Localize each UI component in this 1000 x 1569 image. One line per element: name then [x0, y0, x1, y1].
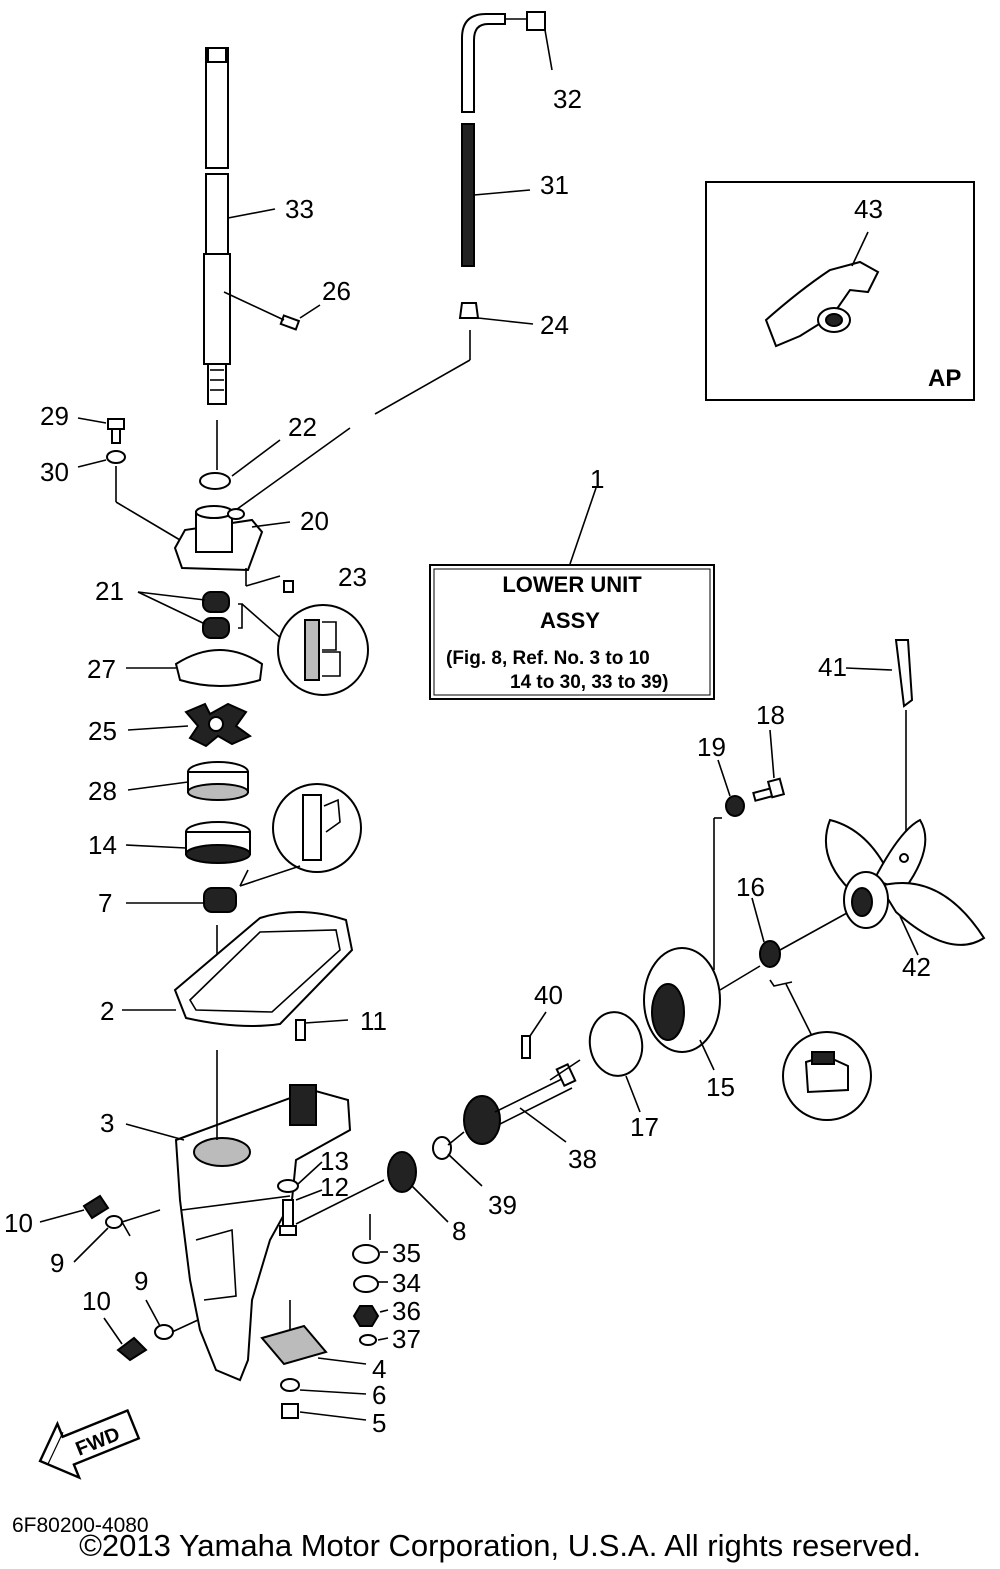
- callout-1: 1: [590, 464, 604, 494]
- bearing-7: [203, 887, 237, 913]
- callout-27: 27: [87, 654, 116, 684]
- callout-36: 36: [392, 1296, 421, 1326]
- assembly-note-line2: 14 to 30, 33 to 39): [510, 672, 668, 693]
- callout-15: 15: [706, 1072, 735, 1102]
- callout-30: 30: [40, 457, 69, 487]
- washer-34: [353, 1275, 379, 1293]
- callout-14: 14: [88, 830, 117, 860]
- washer-9-upper: [105, 1215, 123, 1229]
- callout-40: 40: [534, 980, 563, 1010]
- assembly-note-line1: (Fig. 8, Ref. No. 3 to 10: [446, 648, 650, 669]
- cup-14: [185, 821, 251, 864]
- drain-plug-10-upper: [82, 1194, 110, 1220]
- callout-8: 8: [452, 1216, 466, 1246]
- callout-34: 34: [392, 1268, 421, 1298]
- pump-housing-20: [173, 505, 264, 572]
- callout-31: 31: [540, 170, 569, 200]
- callout-35: 35: [392, 1238, 421, 1268]
- callout-6: 6: [372, 1380, 386, 1410]
- callout-18: 18: [756, 700, 785, 730]
- bearing-housing-15: [643, 947, 721, 1053]
- pin-40: [521, 1035, 531, 1059]
- callout-23: 23: [338, 562, 367, 592]
- pin-26: [279, 314, 301, 331]
- washer-30: [106, 450, 126, 464]
- callout-42: 42: [902, 952, 931, 982]
- callout-4: 4: [372, 1354, 386, 1384]
- copyright-notice: ©2013 Yamaha Motor Corporation, U.S.A. A…: [79, 1528, 921, 1563]
- assembly-title-line2: ASSY: [540, 608, 600, 633]
- drive-shaft: [203, 47, 231, 405]
- callout-13: 13: [320, 1146, 349, 1176]
- callout-7: 7: [98, 888, 112, 918]
- o-ring-22: [199, 472, 231, 490]
- callout-12: 12: [320, 1172, 349, 1202]
- callout-28: 28: [88, 776, 117, 806]
- assembly-title-line1: LOWER UNIT: [502, 572, 642, 597]
- anode-4: [260, 1324, 328, 1366]
- callout-26: 26: [322, 276, 351, 306]
- fwd-arrow: FWD: [38, 1408, 141, 1480]
- pin-23: [283, 580, 294, 593]
- callout-25: 25: [88, 716, 117, 746]
- callout-22: 22: [288, 412, 317, 442]
- nut-5: [281, 1403, 299, 1419]
- callout-17: 17: [630, 1112, 659, 1142]
- bolt-29: [107, 418, 125, 444]
- pin-11: [295, 1019, 306, 1041]
- water-tube: [458, 11, 546, 319]
- callout-16: 16: [736, 872, 765, 902]
- cotter-pin-41: [894, 639, 914, 708]
- callout-20: 20: [300, 506, 329, 536]
- callout-43: 43: [854, 194, 883, 224]
- callout-9-upper: 9: [50, 1248, 64, 1278]
- callout-39: 39: [488, 1190, 517, 1220]
- callout-37: 37: [392, 1324, 421, 1354]
- washer-39: [432, 1136, 452, 1160]
- callout-5: 5: [372, 1408, 386, 1438]
- clip-37: [359, 1334, 377, 1346]
- diagram-code: 6F80200-4080: [12, 1514, 149, 1537]
- washer-13: [277, 1179, 299, 1193]
- callout-2: 2: [100, 996, 114, 1026]
- pump-cover-27: [174, 649, 264, 687]
- impeller-25: [184, 702, 253, 748]
- callout-10-lower: 10: [82, 1286, 111, 1316]
- callout-9-lower: 9: [134, 1266, 148, 1296]
- inset-tag: AP: [928, 365, 961, 392]
- washer-19: [725, 795, 745, 817]
- callout-32: 32: [553, 84, 582, 114]
- gasket-2: [173, 911, 354, 1027]
- bolt-18: [752, 777, 786, 802]
- callout-11: 11: [360, 1006, 387, 1036]
- assembly-box: [429, 564, 715, 700]
- callout-3: 3: [100, 1108, 114, 1138]
- propeller-42: [824, 818, 986, 946]
- callout-24: 24: [540, 310, 569, 340]
- callout-19: 19: [697, 732, 726, 762]
- callout-29: 29: [40, 401, 69, 431]
- washer-9-lower: [154, 1324, 174, 1340]
- callout-10-upper: 10: [4, 1208, 33, 1238]
- washer-35: [352, 1244, 380, 1264]
- callout-38: 38: [568, 1144, 597, 1174]
- bearings-21: [202, 591, 230, 639]
- callout-21: 21: [95, 576, 124, 606]
- bearing-8: [387, 1151, 417, 1193]
- callout-33: 33: [285, 194, 314, 224]
- bracket-43: [764, 260, 880, 348]
- drain-plug-10-lower: [116, 1336, 148, 1362]
- o-ring-17: [588, 1011, 644, 1077]
- insert-28: [187, 761, 249, 801]
- callout-41: 41: [818, 652, 847, 682]
- gear-36: [352, 1305, 380, 1327]
- propeller-shaft-38: [463, 1062, 577, 1145]
- bolt-12: [279, 1199, 297, 1236]
- gear-case-3: [174, 1084, 352, 1382]
- spacer-16: [759, 940, 781, 968]
- washer-6: [280, 1378, 300, 1392]
